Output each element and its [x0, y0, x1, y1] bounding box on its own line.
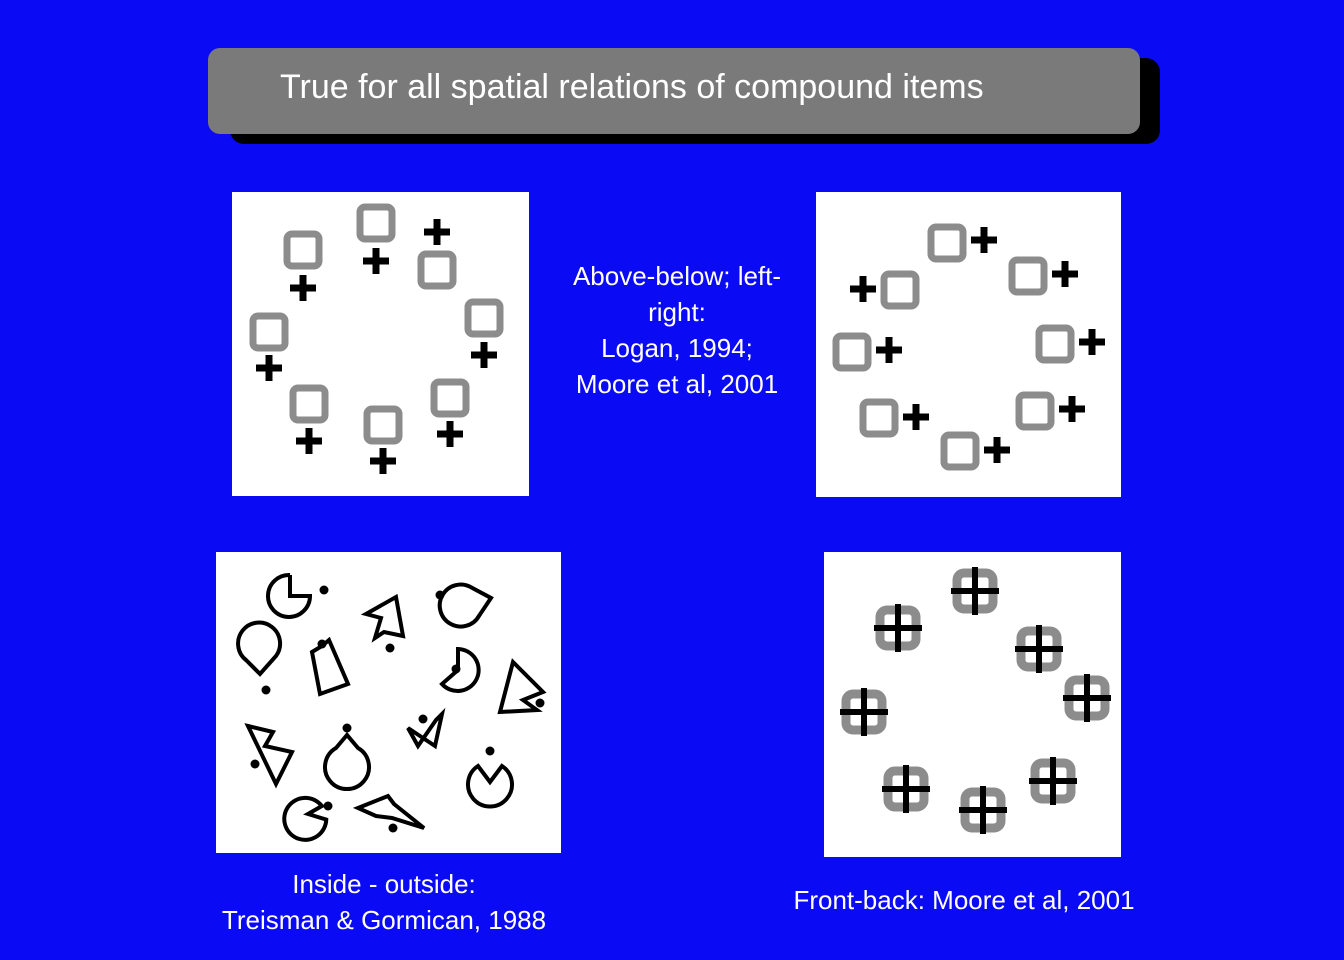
compound-item [287, 234, 319, 301]
dot-icon [451, 664, 461, 674]
cross-icon [363, 248, 389, 274]
caption-inside-outside: Inside - outside: Treisman & Gormican, 1… [176, 866, 592, 938]
square-icon [931, 227, 963, 259]
caption-line: right: [648, 297, 706, 327]
dot-icon [319, 585, 329, 595]
pacman-icon [266, 572, 313, 619]
square-icon [367, 409, 399, 441]
pacman-icon [282, 795, 329, 842]
cross-icon [471, 342, 497, 368]
compound-item [944, 435, 1010, 467]
square-icon [836, 336, 868, 368]
cross-icon [437, 421, 463, 447]
square-icon [468, 302, 500, 334]
cross-icon [290, 275, 316, 301]
cross-icon [1079, 329, 1105, 355]
cross-icon [850, 276, 876, 302]
cross-icon [971, 227, 997, 253]
square-icon [434, 382, 466, 414]
panel-above-below [232, 192, 529, 496]
cross-icon [876, 337, 902, 363]
compound-item [1039, 328, 1105, 360]
compound-item [253, 316, 285, 381]
caption-line: Inside - outside: [292, 869, 476, 899]
dot-icon [435, 590, 445, 600]
compound-item [863, 402, 929, 434]
front-back-item [951, 567, 999, 615]
dot-icon [485, 746, 495, 756]
pacman-icon [439, 646, 481, 693]
square-icon [863, 402, 895, 434]
slide-title: True for all spatial relations of compou… [280, 68, 984, 106]
cross-icon [424, 219, 450, 245]
pacman-icon [437, 582, 494, 629]
notched-polygon-icon [360, 593, 406, 643]
front-back-item [874, 604, 922, 652]
compound-item [360, 207, 392, 274]
cross-icon [296, 428, 322, 454]
cross-icon [984, 437, 1010, 463]
square-icon [421, 254, 453, 286]
front-back-item [882, 765, 930, 813]
dot-icon [385, 643, 395, 653]
dot-icon [535, 698, 545, 708]
cross-icon [903, 404, 929, 430]
square-icon [360, 207, 392, 239]
cross-icon [256, 355, 282, 381]
compound-item [367, 409, 399, 474]
dot-icon [418, 714, 428, 724]
panel-inside-outside [216, 552, 561, 853]
compound-item [931, 227, 997, 259]
square-icon [944, 435, 976, 467]
front-back-item [1063, 674, 1111, 722]
dot-icon [388, 823, 398, 833]
panel-front-back [824, 552, 1121, 857]
caption-line: Moore et al, 2001 [575, 369, 779, 399]
front-back-item [1015, 625, 1063, 673]
caption-line: Above-below; left- [572, 261, 782, 291]
compound-item [293, 388, 325, 454]
square-icon [1019, 395, 1051, 427]
dot-icon [323, 801, 333, 811]
square-icon [1012, 260, 1044, 292]
caption-line: Treisman & Gormican, 1988 [221, 905, 547, 935]
dot-icon [250, 759, 260, 769]
cross-icon [1059, 396, 1085, 422]
pacman-icon [236, 620, 282, 677]
compound-item [1012, 260, 1078, 292]
notched-polygon-icon [406, 707, 446, 750]
dot-icon [342, 723, 352, 733]
notched-polygon-icon [244, 723, 295, 789]
caption-above-below: Above-below; left- right: Logan, 1994; M… [546, 258, 808, 402]
square-icon [1039, 328, 1071, 360]
title-bar [208, 48, 1140, 134]
panel-left-right [816, 192, 1121, 497]
cross-icon [370, 448, 396, 474]
compound-item [1019, 395, 1085, 427]
compound-item [850, 274, 916, 306]
square-icon [287, 234, 319, 266]
front-back-item [1029, 757, 1077, 805]
compound-item [434, 382, 466, 447]
dot-icon [317, 639, 327, 649]
notched-polygon-icon [497, 658, 547, 715]
notched-polygon-icon [309, 636, 351, 697]
cross-icon [1052, 261, 1078, 287]
front-back-item [840, 688, 888, 736]
notched-polygon-icon [352, 793, 426, 830]
square-icon [293, 388, 325, 420]
pacman-icon [323, 731, 371, 792]
square-icon [253, 316, 285, 348]
front-back-item [959, 786, 1007, 834]
pacman-icon [466, 763, 514, 809]
compound-item [468, 302, 500, 368]
compound-item [421, 219, 453, 286]
compound-item [836, 336, 902, 368]
caption-front-back: Front-back: Moore et al, 2001 [793, 885, 1135, 915]
square-icon [884, 274, 916, 306]
caption-line: Logan, 1994; [601, 333, 753, 363]
dot-icon [261, 685, 271, 695]
